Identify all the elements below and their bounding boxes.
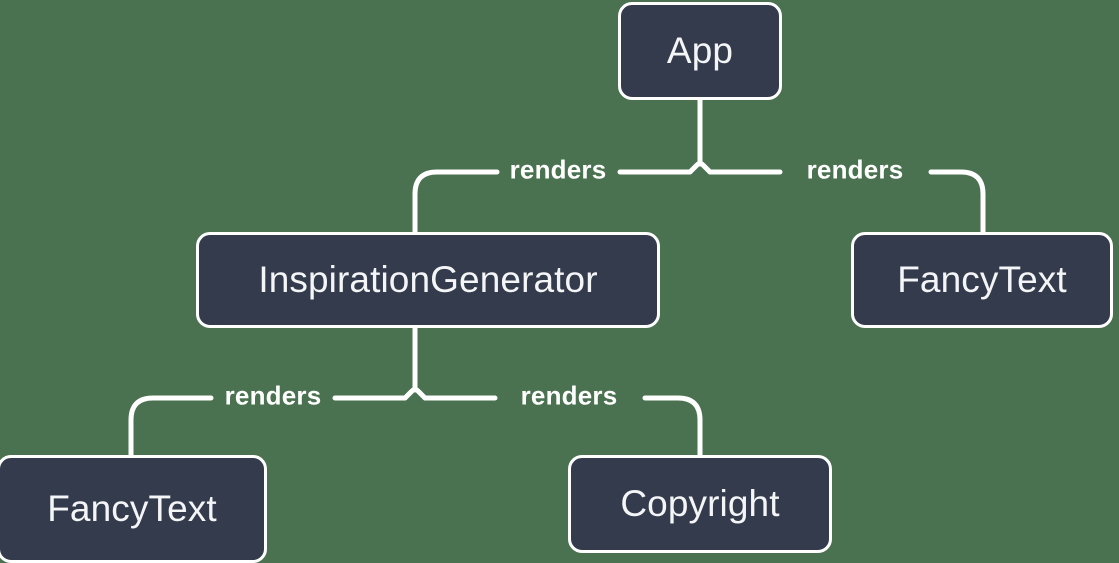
edge-label-inspirationgenerator-to-copyright: renders (520, 380, 618, 411)
node-copyright-label: Copyright (620, 483, 780, 524)
node-app-label: App (666, 30, 734, 71)
edge-inspirationgenerator-junction (402, 387, 428, 401)
edge-app-junction (687, 161, 713, 175)
edge-label-inspirationgenerator-to-fancytext-bottom: renders (224, 380, 322, 411)
node-copyright[interactable]: Copyright (568, 455, 832, 553)
node-fancytext-bottom[interactable]: FancyText (0, 455, 267, 563)
node-fancytext-right-label: FancyText (897, 259, 1067, 300)
node-fancytext-bottom-label: FancyText (47, 488, 217, 529)
node-app[interactable]: App (618, 2, 782, 100)
edge-label-app-to-inspirationgenerator: renders (509, 154, 607, 185)
node-inspirationgenerator[interactable]: InspirationGenerator (196, 232, 660, 328)
node-fancytext-right[interactable]: FancyText (851, 232, 1113, 328)
edge-label-app-to-fancytext-right: renders (806, 154, 904, 185)
node-inspirationgenerator-label: InspirationGenerator (258, 259, 598, 300)
